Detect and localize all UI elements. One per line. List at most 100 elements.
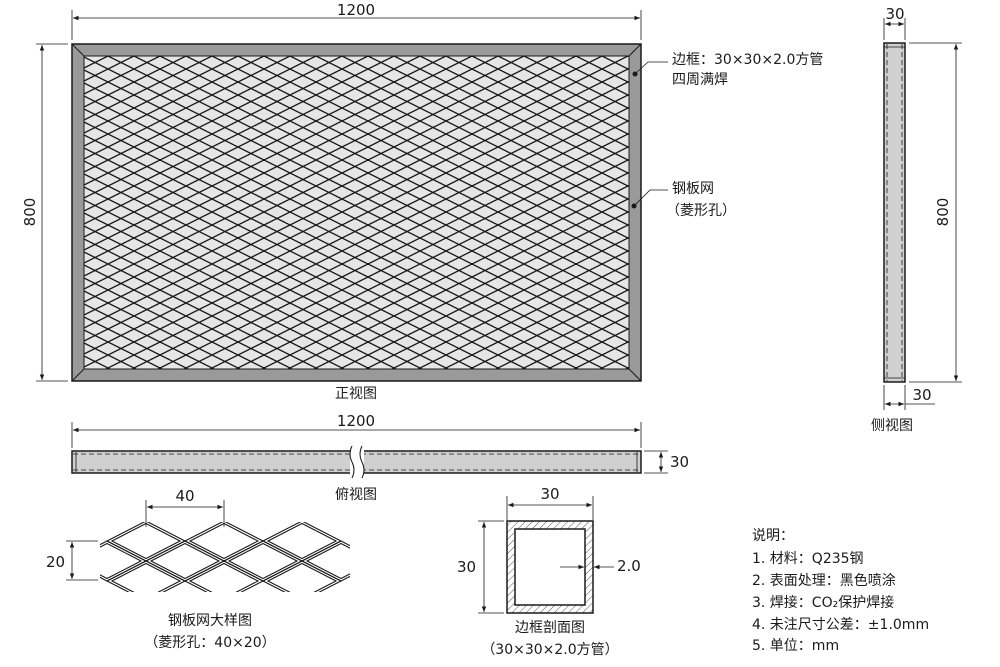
mesh-strand: [84, 160, 501, 369]
side-height-label: 800: [934, 198, 952, 227]
mesh-strand: [84, 56, 603, 316]
mesh-strand: [862, 56, 1000, 369]
mesh-strand: [758, 56, 1000, 369]
mesh-strand: [365, 236, 629, 369]
top-view-caption: 俯视图: [335, 487, 377, 503]
note-item-4: 4. 未注尺寸公差：±1.0mm: [752, 617, 929, 633]
mesh-strand: [521, 314, 629, 369]
mesh-strand: [84, 134, 553, 369]
front-mesh-lines: [0, 56, 1000, 369]
mesh-strand: [469, 288, 629, 369]
mesh-strand: [84, 56, 473, 251]
mesh-strand: [84, 56, 499, 264]
mesh-strand: [84, 56, 369, 199]
mesh-strand: [84, 56, 421, 225]
mesh-detail-diamond: [100, 540, 148, 582]
mesh-strand: [105, 106, 629, 369]
mesh-strand: [131, 119, 629, 369]
mesh-detail-diamond: [183, 560, 265, 592]
mesh-detail-diamond: [110, 522, 182, 560]
top-height-dimension: 30: [644, 450, 689, 474]
mesh-strand: [84, 251, 319, 369]
mesh-strand: [84, 56, 525, 277]
mesh-strand: [84, 303, 215, 369]
mesh-strand: [836, 56, 1000, 369]
mesh-detail-diamond: [266, 562, 338, 592]
side-top-dimension: 30: [883, 5, 906, 40]
mesh-strand: [84, 56, 551, 290]
mesh-strand: [84, 56, 265, 147]
top-view: 1200 30 俯视图: [71, 412, 689, 503]
mesh-strand: [84, 264, 293, 369]
mesh-detail: 40 20 钢板网大样图 （菱形孔：40×20）: [46, 487, 350, 651]
mesh-detail-diamond: [144, 540, 226, 582]
top-height-label: 30: [670, 453, 689, 471]
mesh-strand: [495, 301, 629, 369]
mesh-strand: [84, 56, 395, 212]
section-tube-wall: [506, 520, 594, 614]
mesh-strand: [417, 262, 629, 369]
mesh-strand: [84, 108, 605, 369]
mesh-strand: [84, 67, 629, 342]
mesh-detail-diamond: [110, 562, 182, 592]
mesh-strand: [84, 56, 239, 134]
front-height-dimension: 800: [21, 43, 68, 382]
section-thickness-label: 2.0: [617, 557, 641, 575]
side-bottom-dimension: 30: [883, 385, 935, 410]
front-height-label: 800: [21, 198, 39, 227]
mesh-strand: [84, 186, 449, 369]
mesh-strand: [84, 93, 629, 368]
mesh-strand: [84, 199, 423, 369]
section-caption-2: （30×30×2.0方管）: [481, 642, 618, 658]
side-tube: [883, 42, 906, 383]
callout-frame: 边框：30×30×2.0方管 四周满焊: [632, 52, 823, 88]
callout-mesh-line1: 钢板网: [672, 181, 714, 197]
mesh-strand: [261, 184, 629, 369]
mesh-detail-diamond: [305, 542, 350, 580]
mesh-strand: [443, 275, 629, 369]
mesh-detail-diamond: [149, 542, 221, 580]
front-mesh-area: [83, 55, 630, 370]
note-item-1: 1. 材料：Q235钢: [752, 551, 864, 567]
mesh-detail-width-dimension: 40: [145, 487, 225, 527]
mesh-strand: [339, 223, 629, 369]
mesh-strand: [84, 56, 317, 173]
mesh-strand: [84, 56, 447, 238]
section-height-label: 30: [457, 558, 476, 576]
mesh-strand: [235, 171, 629, 369]
mesh-detail-diamond: [300, 540, 350, 582]
mesh-detail-height-label: 20: [46, 553, 65, 571]
mesh-strand: [84, 290, 241, 369]
note-item-5: 5. 单位：mm: [752, 638, 839, 654]
mesh-strand: [209, 158, 629, 369]
side-height-dimension: 800: [909, 42, 962, 383]
notes: 说明： 1. 材料：Q235钢 2. 表面处理：黑色喷涂 3. 焊接：CO₂保护…: [752, 528, 929, 654]
section-caption-1: 边框剖面图: [515, 620, 585, 636]
front-width-label: 1200: [337, 1, 375, 19]
mesh-strand: [313, 210, 629, 369]
section-thickness-dimension: 2.0: [560, 557, 641, 575]
section-width-label: 30: [540, 485, 559, 503]
mesh-detail-strands: [100, 522, 350, 592]
mesh-strand: [84, 80, 629, 355]
side-top-label: 30: [885, 5, 904, 23]
mesh-detail-diamond: [227, 542, 299, 580]
mesh-detail-diamond: [261, 560, 343, 592]
mesh-detail-diamond: [261, 522, 343, 562]
callout-frame-line2: 四周满焊: [672, 72, 728, 88]
mesh-detail-diamond: [100, 542, 143, 580]
mesh-detail-caption-2: （菱形孔：40×20）: [144, 635, 275, 651]
mesh-strand: [0, 56, 4, 369]
mesh-strand: [914, 56, 1000, 369]
mesh-detail-diamond: [188, 562, 260, 592]
mesh-strand: [0, 56, 82, 369]
mesh-detail-diamond: [188, 522, 260, 560]
mesh-strand: [732, 56, 1000, 369]
mesh-strand: [84, 147, 527, 369]
front-width-dimension: 1200: [71, 1, 642, 40]
notes-title: 说明：: [752, 528, 794, 544]
mesh-strand: [391, 249, 629, 369]
callout-mesh-line2: （菱形孔）: [666, 203, 736, 219]
mesh-strand: [84, 56, 213, 121]
mesh-strand: [84, 173, 475, 369]
